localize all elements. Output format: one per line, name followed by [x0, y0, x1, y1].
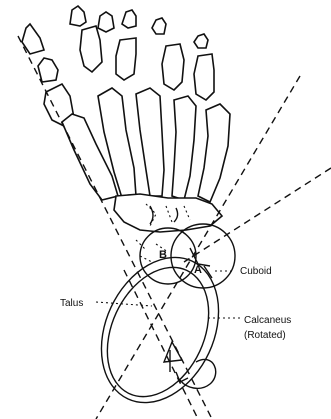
calcaneus-outline [79, 238, 241, 419]
cuboid-label: Cuboid [240, 266, 272, 277]
calcaneus-ellipse [88, 251, 229, 413]
cuboid-circle [171, 224, 235, 288]
cuboid-region [140, 224, 235, 288]
point-a-label: A [194, 264, 202, 276]
heel-arrow [164, 342, 182, 362]
point-b-label: B [159, 249, 167, 261]
rotated-label: (Rotated) [244, 330, 286, 341]
axis-line-center [96, 76, 300, 419]
axis-line-calcaneus [124, 270, 198, 419]
calcaneus-label: Calcaneus [244, 315, 291, 326]
metatarsals [62, 88, 230, 202]
talus-label: Talus [60, 298, 83, 309]
talus-ellipse [79, 238, 241, 419]
